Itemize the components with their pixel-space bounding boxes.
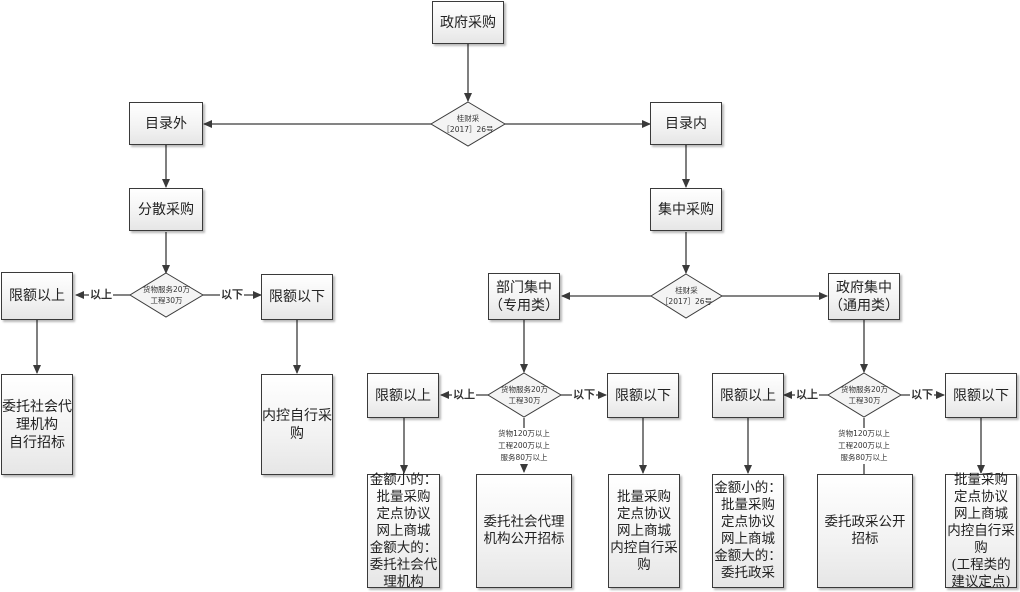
dept-threshold-note: 货物120万以上 工程200万以上 服务80万以上 (489, 428, 559, 464)
node-gov-central[interactable]: 政府集中 （通用类） (828, 273, 900, 320)
diamond-center-label: 桂财采 ［2017］26号 (660, 286, 713, 306)
node-left-below-result[interactable]: 内控自行采 购 (261, 374, 333, 475)
node-left-below-quota[interactable]: 限额以下 (261, 274, 333, 320)
diamond-gov-label: 货物服务20万 工程30万 (840, 385, 889, 405)
diamond-center (650, 273, 723, 319)
node-left-above-quota[interactable]: 限额以上 (1, 272, 73, 320)
node-gov-threshold-result[interactable]: 委托政采公开 招标 (817, 474, 913, 588)
node-catalog-in[interactable]: 目录内 (650, 102, 722, 145)
node-centralized[interactable]: 集中采购 (650, 188, 722, 231)
diamond-dept (487, 372, 562, 418)
node-dept-threshold-result[interactable]: 委托社会代理 机构公开招标 (476, 474, 572, 588)
diamond-left (129, 272, 204, 318)
diamond-gov (827, 372, 902, 418)
edge-label-left-above: 以上 (89, 288, 113, 301)
node-gov-below-result[interactable]: 批量采购 定点协议 网上商城 内控自行采 购 (工程类的 建议定点) (945, 472, 1017, 590)
edge-label-left-below: 以下 (220, 288, 244, 301)
node-dept-above-result[interactable]: 金额小的： 批量采购 定点协议 网上商城 金额大的： 委托社会代 理机构 (367, 472, 440, 590)
diamond-dept-label: 货物服务20万 工程30万 (500, 385, 549, 405)
node-dept-below-result[interactable]: 批量采购 定点协议 网上商城 内控自行采 购 (608, 474, 680, 588)
edge-label-dept-above: 以上 (452, 388, 476, 401)
node-dept-below-quota[interactable]: 限额以下 (607, 373, 679, 418)
node-left-above-result[interactable]: 委托社会代 理机构 自行招标 (1, 374, 73, 475)
node-government-procurement[interactable]: 政府采购 (432, 1, 504, 44)
node-decentralized[interactable]: 分散采购 (129, 188, 203, 231)
edge-label-dept-below: 以下 (572, 388, 596, 401)
node-dept-central[interactable]: 部门集中 （专用类） (488, 273, 560, 320)
diamond-top (430, 101, 506, 147)
node-catalog-out[interactable]: 目录外 (129, 102, 203, 145)
diamond-left-label: 货物服务20万 工程30万 (142, 285, 191, 305)
diamond-top-label: 桂财采 ［2017］26号 (442, 114, 494, 134)
edge-label-gov-below: 以下 (910, 388, 934, 401)
node-gov-above-result[interactable]: 金额小的： 批量采购 定点协议 网上商城 金额大的： 委托政采 (712, 474, 784, 588)
node-gov-above-quota[interactable]: 限额以上 (712, 373, 784, 418)
gov-threshold-note: 货物120万以上 工程200万以上 服务80万以上 (829, 428, 899, 464)
node-gov-below-quota[interactable]: 限额以下 (945, 373, 1017, 418)
edge-label-gov-above: 以上 (795, 388, 819, 401)
node-dept-above-quota[interactable]: 限额以上 (367, 373, 439, 418)
